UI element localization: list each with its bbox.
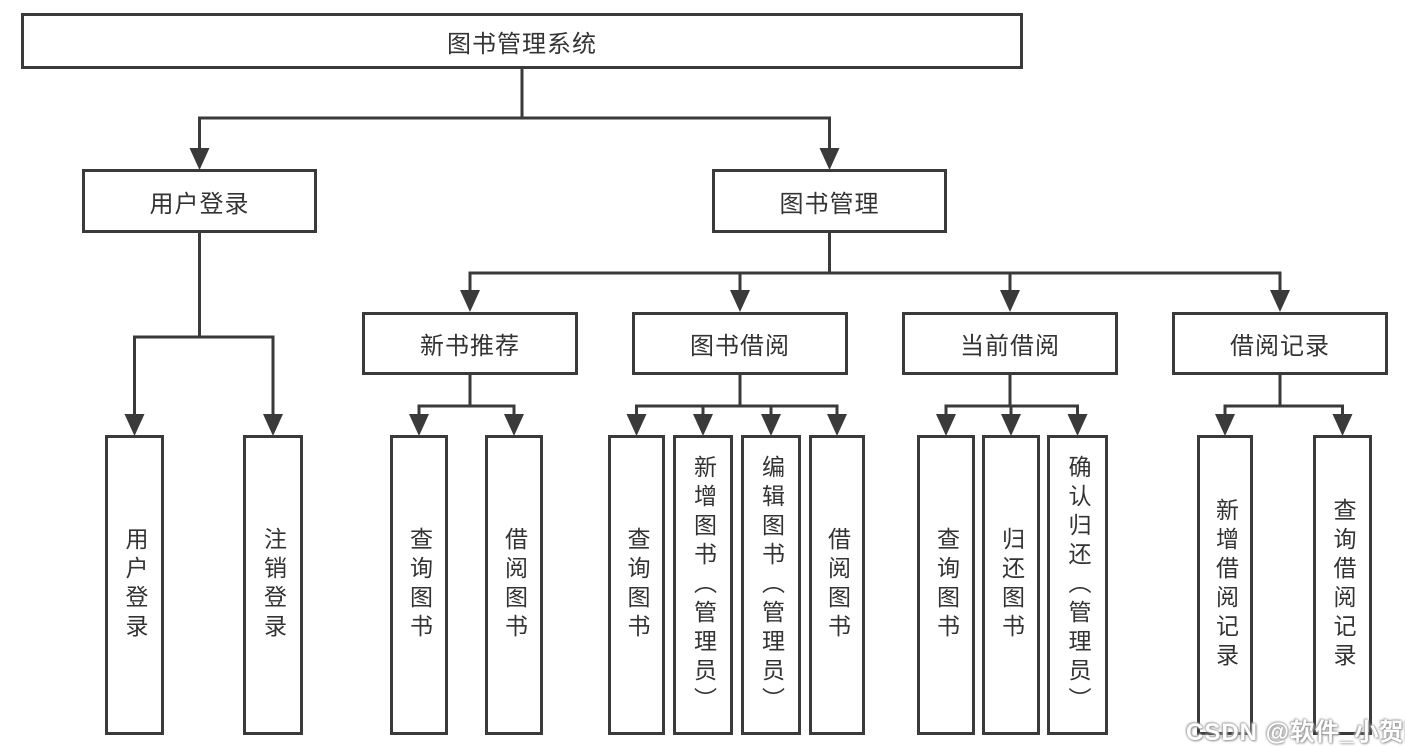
node-new-book-recommend: 新书推荐 xyxy=(362,312,578,375)
leaf-query-books-current: 查询图书 xyxy=(917,435,975,735)
node-borrow-records: 借阅记录 xyxy=(1172,312,1388,375)
leaf-borrow-books-recommend: 借阅图书 xyxy=(485,435,543,735)
node-current-borrowing: 当前借阅 xyxy=(902,312,1118,375)
leaf-add-borrow-record: 新增借阅记录 xyxy=(1197,435,1253,735)
leaf-logout: 注销登录 xyxy=(243,435,303,735)
node-book-management: 图书管理 xyxy=(712,169,947,233)
leaf-return-books: 归还图书 xyxy=(982,435,1040,735)
leaf-query-borrow-record: 查询借阅记录 xyxy=(1313,435,1372,735)
node-book-borrowing: 图书借阅 xyxy=(632,312,848,375)
leaf-borrow-books: 借阅图书 xyxy=(809,435,865,735)
node-library-management-system: 图书管理系统 xyxy=(21,13,1023,69)
leaf-query-books-recommend: 查询图书 xyxy=(390,435,448,735)
leaf-edit-book-admin: 编辑图书（管理员） xyxy=(741,435,801,735)
edges xyxy=(133,67,1344,417)
csdn-watermark: CSDN @软件_小贺同学 xyxy=(1186,719,1405,746)
leaf-user-login: 用户登录 xyxy=(105,435,164,735)
leaf-confirm-return-admin: 确认归还（管理员） xyxy=(1047,435,1108,735)
leaf-query-books-borrowing: 查询图书 xyxy=(608,435,665,735)
node-user-login: 用户登录 xyxy=(82,169,317,233)
leaf-add-book-admin: 新增图书（管理员） xyxy=(673,435,733,735)
